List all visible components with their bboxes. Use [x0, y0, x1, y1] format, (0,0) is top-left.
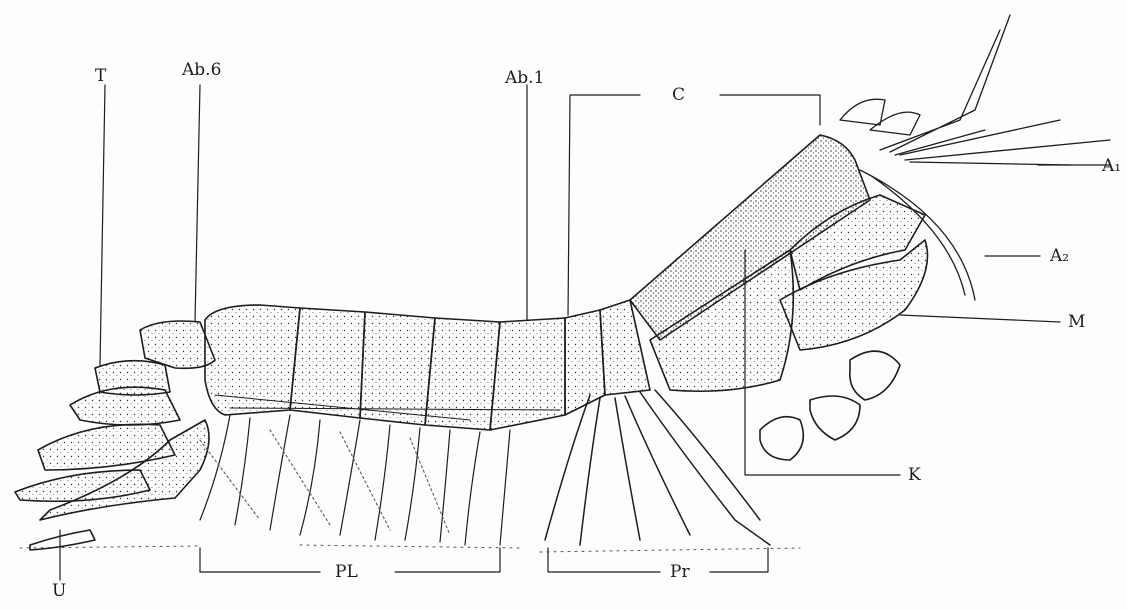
pereopods	[545, 390, 770, 545]
antennae	[840, 15, 1110, 300]
tail-fan	[15, 321, 215, 550]
label-antennule: A₁	[1102, 158, 1121, 175]
ground-line	[20, 545, 800, 552]
label-carapace: C	[672, 87, 685, 104]
label-uropod: U	[52, 583, 66, 600]
label-abdominal-segment-6: Ab.6	[182, 62, 221, 79]
abdomen	[205, 300, 650, 430]
pleopods	[200, 415, 510, 545]
label-maxilliped: M	[1068, 314, 1085, 331]
label-telson: T	[95, 68, 106, 85]
label-pleopods: PL	[335, 564, 358, 581]
label-raptorial-claw: K	[908, 467, 921, 484]
label-abdominal-segment-1: Ab.1	[505, 70, 544, 87]
label-pereopods: Pr	[670, 564, 690, 581]
label-antenna: A₂	[1050, 248, 1069, 265]
